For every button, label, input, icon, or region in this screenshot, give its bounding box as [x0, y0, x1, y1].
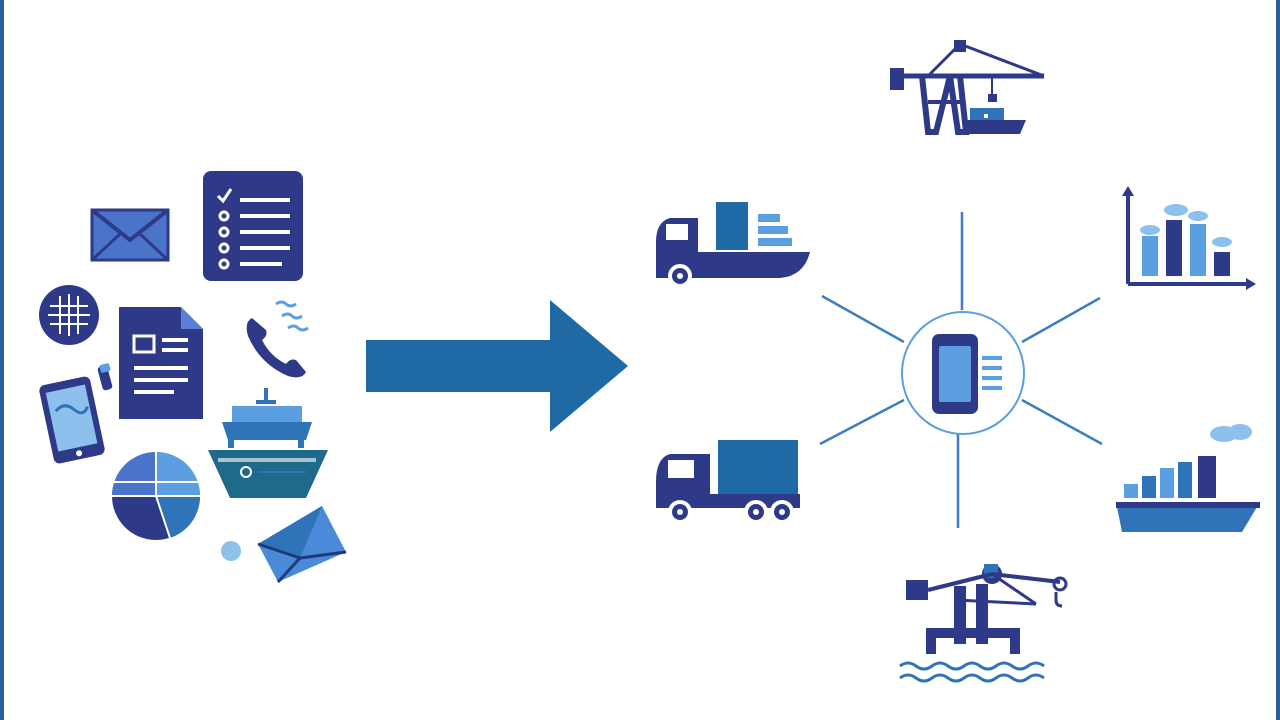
- hub-spokes: [819, 212, 1103, 528]
- phone-icon: [246, 300, 309, 378]
- dot-icon: [221, 541, 241, 561]
- right-arrow-icon: [366, 300, 628, 432]
- boat-icon: [208, 450, 328, 498]
- globe-icon: [39, 285, 99, 345]
- truck-icon: [656, 202, 810, 288]
- harbor-crane-icon: [899, 564, 1068, 683]
- container-crane-icon: [890, 40, 1045, 135]
- ship-icon: [222, 388, 312, 448]
- pie-chart-icon: [112, 452, 201, 540]
- cargo-ship-icon: [1116, 424, 1260, 532]
- hub-center: [900, 310, 1026, 436]
- mobile-app-icon: [932, 334, 1002, 414]
- cargo-truck-icon: [656, 440, 800, 524]
- envelope-icon: [90, 208, 170, 262]
- document-icon: [119, 307, 203, 419]
- left-icon-cluster: [30, 160, 360, 600]
- checklist-icon: [203, 171, 303, 281]
- smartphone-icon: [39, 363, 113, 464]
- paper-plane-icon: [257, 506, 347, 584]
- bar-chart-icon: [1122, 186, 1256, 290]
